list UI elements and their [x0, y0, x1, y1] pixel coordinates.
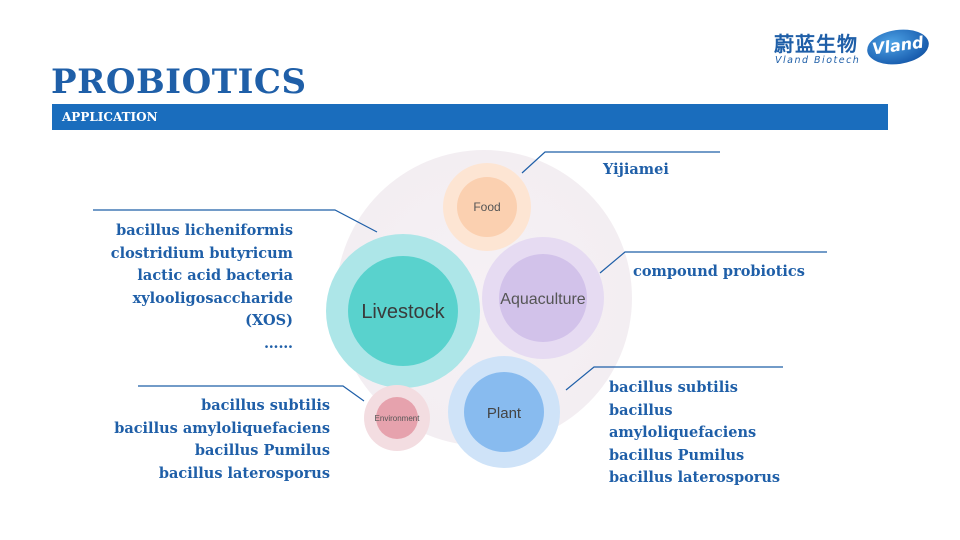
section-bar: APPLICATION	[52, 104, 888, 130]
food-label: Food	[473, 200, 500, 214]
aquaculture-label: Aquaculture	[500, 291, 585, 308]
list-item: (XOS)	[245, 312, 293, 329]
list-item: Yijiamei	[603, 161, 669, 178]
livestock-circle: Livestock	[326, 234, 480, 388]
list-item: clostridium butyricum	[110, 244, 293, 262]
food-circle: Food	[443, 163, 531, 251]
list-item: lactic acid bacteria	[137, 267, 293, 284]
list-item: xylooligosaccharide	[132, 289, 293, 307]
page-title: PROBIOTICS	[51, 62, 307, 102]
livestock-label: Livestock	[361, 301, 445, 323]
list-item: bacillus subtilis	[609, 379, 738, 396]
list-item: bacillus laterosporus	[158, 464, 330, 482]
plant-circle: Plant	[448, 356, 560, 468]
plant-connector	[565, 366, 783, 391]
food-product-list: Yijiamei	[603, 159, 669, 182]
aquaculture-circle: Aquaculture	[482, 237, 604, 359]
plant-product-list: bacillus subtilis bacillus amyloliquefac…	[609, 377, 780, 490]
list-item: compound probiotics	[633, 263, 805, 280]
logo-chinese-name: 蔚蓝生物	[774, 32, 858, 56]
environment-circle: Environment	[364, 385, 430, 451]
list-item: amyloliquefaciens	[609, 424, 757, 441]
plant-label: Plant	[487, 405, 522, 422]
list-item: bacillus laterosporus	[609, 469, 781, 486]
list-item: ……	[264, 334, 293, 352]
list-item: bacillus subtilis	[201, 397, 330, 414]
section-label: APPLICATION	[62, 110, 158, 124]
list-item: bacillus amyloliquefaciens	[114, 419, 330, 437]
environment-label: Environment	[375, 414, 421, 423]
environment-product-list: bacillus subtilis bacillus amyloliquefac…	[114, 395, 330, 485]
list-item: bacillus licheniformis	[116, 222, 293, 239]
aquaculture-product-list: compound probiotics	[633, 261, 805, 284]
list-item: bacillus Pumilus	[194, 442, 330, 459]
list-item: bacillus Pumilus	[609, 446, 745, 464]
food-connector	[521, 151, 720, 174]
logo-english-name: Vland Biotech	[775, 55, 861, 66]
company-logo: 蔚蓝生物 Vland Biotech Vland	[770, 25, 932, 72]
livestock-product-list: bacillus licheniformis clostridium butyr…	[111, 220, 293, 355]
list-item: bacillus	[609, 401, 673, 419]
aquaculture-connector	[599, 251, 827, 274]
livestock-connector	[93, 209, 378, 233]
environment-connector	[138, 385, 365, 402]
